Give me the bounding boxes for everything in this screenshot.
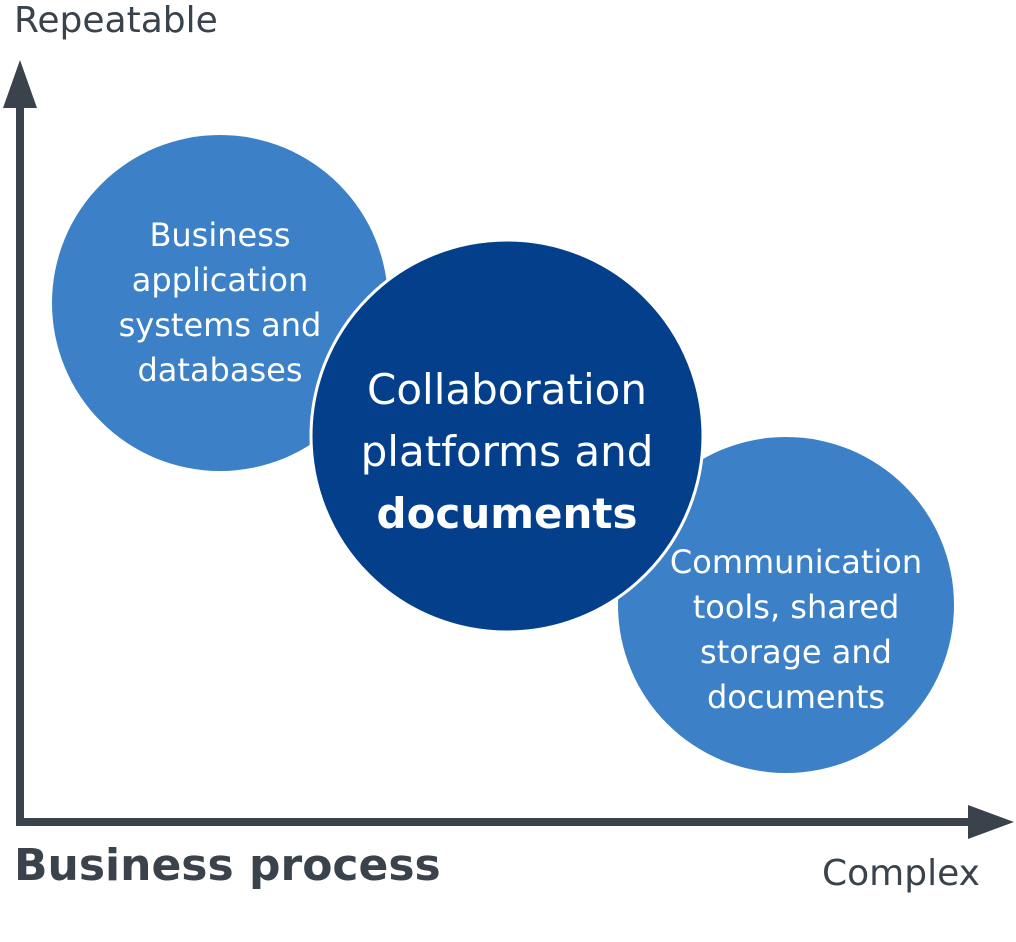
text-line: databases bbox=[137, 351, 303, 389]
text-line: application bbox=[131, 261, 309, 299]
text-line: Communication bbox=[669, 543, 923, 581]
circle-communication-tools bbox=[618, 437, 954, 773]
circle-business-applications bbox=[52, 135, 388, 471]
x-axis-label: Complex bbox=[822, 853, 980, 894]
text-line: systems and bbox=[118, 306, 322, 344]
text-line: storage and bbox=[700, 633, 892, 671]
text-line: Collaboration bbox=[367, 365, 647, 414]
text-line-bold: documents bbox=[376, 489, 638, 538]
y-axis-label: Repeatable bbox=[14, 0, 218, 41]
circle-collaboration-platforms bbox=[309, 238, 705, 634]
text-line: documents bbox=[706, 678, 886, 716]
circle-label-communication-tools: Communication tools, shared storage and … bbox=[670, 540, 922, 720]
diagram-title: Business process bbox=[14, 840, 441, 891]
x-axis-arrowhead-icon bbox=[968, 805, 1014, 839]
circle-label-collaboration: Collaboration platforms and documents bbox=[361, 359, 654, 545]
text-line: Business bbox=[149, 216, 291, 254]
circle-label-business-applications: Business application systems and databas… bbox=[119, 213, 322, 393]
text-line: platforms and bbox=[360, 427, 654, 476]
text-line: tools, shared bbox=[692, 588, 900, 626]
y-axis-arrowhead-icon bbox=[3, 60, 37, 108]
